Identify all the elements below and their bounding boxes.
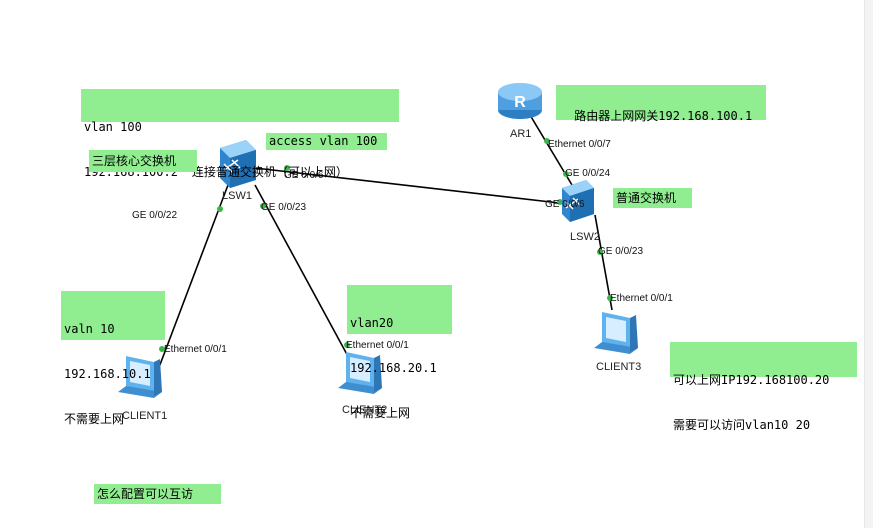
note-core-switch[interactable]: 三层核心交换机	[89, 150, 197, 172]
pc-icon[interactable]	[594, 312, 638, 354]
device-label-lsw2: LSW2	[570, 231, 600, 243]
device-label-lsw1: LSW1	[222, 190, 252, 202]
note-ip: IP192.168100.20	[721, 373, 830, 387]
port-dot	[597, 249, 603, 255]
note-line: 不需要上网	[350, 406, 411, 420]
port-label: Ethernet 0/0/7	[548, 139, 611, 150]
port-label: Ethernet 0/0/1	[346, 340, 409, 351]
port-label: GE 0/0/6	[545, 199, 585, 210]
note-line: valn 10	[64, 322, 115, 336]
device-label-ar1: AR1	[510, 128, 532, 140]
port-label: Ethernet 0/0/1	[164, 344, 227, 355]
note-router-gateway[interactable]: 路由器上网网关192.168.100.1	[556, 85, 766, 123]
note-line: vlan 100	[84, 120, 142, 134]
port-dot	[544, 138, 550, 144]
note-text: 需要可以访问	[673, 418, 746, 432]
port-dot	[344, 342, 350, 348]
port-dot	[557, 199, 563, 205]
port-dot	[260, 203, 266, 209]
port-label: GE 0/0/6	[284, 170, 324, 181]
note-text: 连接普通交换机（可以上网）	[191, 165, 348, 179]
right-edge-strip	[864, 0, 873, 528]
pc-icon[interactable]	[118, 356, 162, 398]
note-line: vlan20	[350, 316, 394, 330]
router-icon[interactable]: R	[498, 83, 542, 119]
link-lsw1-client1[interactable]	[157, 184, 229, 371]
port-dot	[284, 165, 290, 171]
link-ar1-lsw2[interactable]	[529, 114, 576, 191]
device-label-client3: CLIENT3	[596, 361, 642, 373]
device-label-client1: CLIENT1	[122, 410, 168, 422]
switch-icon[interactable]	[220, 140, 256, 188]
note-text: 可以上网	[673, 373, 722, 387]
note-question[interactable]: 怎么配置可以互访	[94, 484, 221, 504]
device-label-client2: CLIENT2	[342, 404, 388, 416]
port-label: Ethernet 0/0/1	[610, 293, 673, 304]
switch-icon[interactable]	[562, 180, 594, 222]
port-dot	[607, 295, 613, 301]
pc-icon[interactable]	[338, 352, 382, 394]
note-ip: 192.168.100.1	[658, 109, 753, 123]
port-label: GE 0/0/23	[598, 246, 644, 257]
note-line: 192.168.10.1	[64, 367, 151, 381]
note-line: 可以上网IP192.168100.20	[673, 373, 854, 388]
port-dot	[563, 171, 569, 177]
link-lsw2-client3[interactable]	[594, 214, 613, 311]
note-line: 需要可以访问vlan10 20	[673, 418, 854, 433]
port-dot	[159, 346, 165, 352]
note-text: 路由器上网网关	[574, 109, 659, 123]
note-client3[interactable]: 可以上网IP192.168100.20 需要可以访问vlan10 20	[670, 342, 857, 432]
port-label: GE 0/0/23	[261, 202, 307, 213]
note-line: 192.168.20.1	[350, 361, 437, 375]
note-line: 不需要上网	[64, 412, 125, 426]
note-client1[interactable]: valn 10 192.168.10.1 不需要上网	[61, 291, 165, 426]
port-dot	[217, 206, 223, 212]
link-lsw1-client2[interactable]	[254, 184, 351, 361]
note-client2[interactable]: vlan20 192.168.20.1 不需要上网	[347, 285, 452, 420]
port-label: GE 0/0/22	[132, 210, 178, 221]
port-label: GE 0/0/24	[565, 168, 611, 179]
note-normal-switch[interactable]: 普通交换机	[613, 188, 692, 208]
note-access-vlan[interactable]: access vlan 100	[266, 133, 387, 150]
note-vlans: vlan10 20	[745, 418, 811, 432]
svg-text:R: R	[514, 94, 526, 111]
link-lsw1-lsw2[interactable]	[254, 167, 569, 205]
